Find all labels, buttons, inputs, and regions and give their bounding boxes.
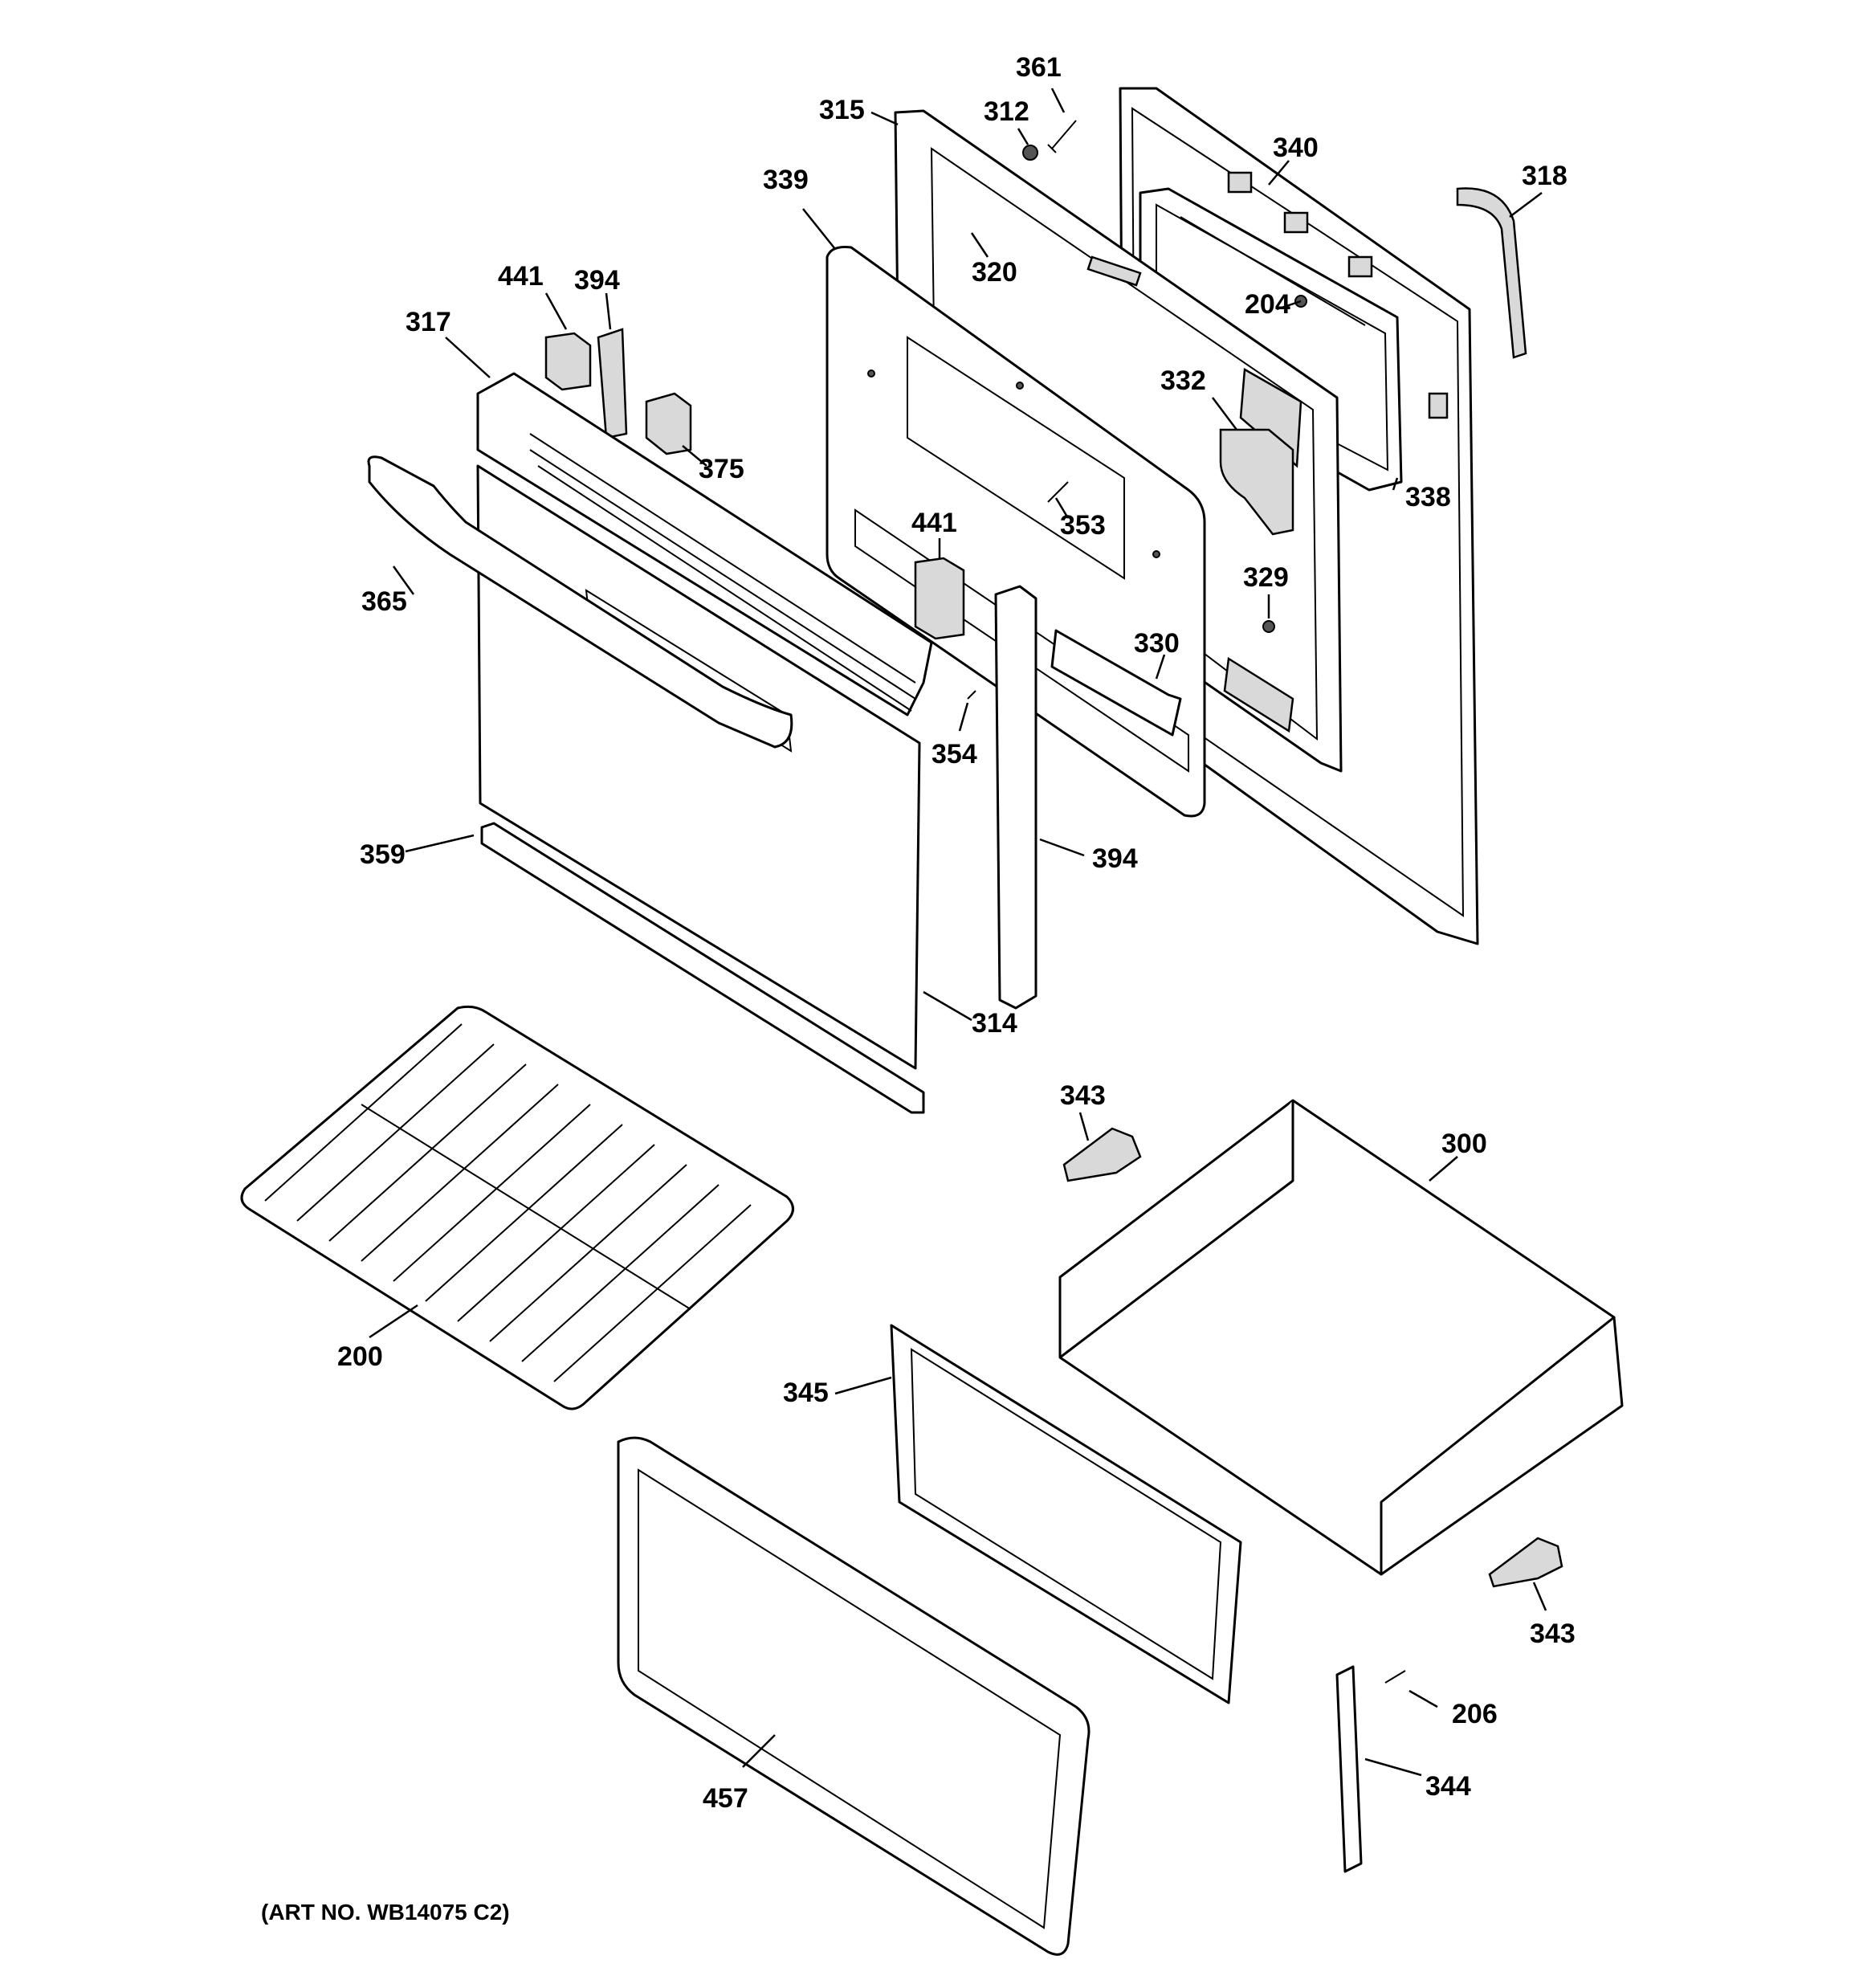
- part-332-hinge-bracket: [1219, 428, 1294, 536]
- callout-318: 318: [1522, 161, 1567, 191]
- callout-343-left: 343: [1060, 1080, 1106, 1111]
- part-441-bracket-upper: [544, 332, 592, 391]
- callout-339: 339: [763, 165, 809, 195]
- callout-314: 314: [972, 1008, 1017, 1039]
- part-343-slide-right: [1488, 1537, 1563, 1588]
- callout-394-lower: 394: [1092, 843, 1138, 874]
- callout-354: 354: [932, 739, 977, 769]
- screw-361: [1047, 120, 1077, 153]
- callout-338: 338: [1405, 482, 1451, 512]
- callout-361: 361: [1016, 52, 1062, 83]
- part-359-bottom-trim: [480, 822, 925, 1114]
- screws: [967, 120, 1406, 1684]
- callout-375: 375: [699, 454, 744, 484]
- callout-441-upper: 441: [498, 261, 544, 292]
- callout-343-right: 343: [1530, 1619, 1576, 1649]
- callout-394-upper: 394: [574, 265, 620, 296]
- part-394-bracket-upper: [597, 328, 628, 439]
- part-344-drawer-side-rail: [1335, 1665, 1363, 1873]
- callout-204: 204: [1245, 289, 1290, 320]
- callout-353: 353: [1060, 510, 1106, 541]
- callout-315: 315: [819, 95, 865, 125]
- part-317-vent-trim: [476, 372, 933, 716]
- screw-329: [1262, 620, 1275, 633]
- callout-359: 359: [360, 839, 406, 870]
- callout-365: 365: [361, 586, 407, 617]
- leader-lines: [369, 88, 1547, 1777]
- part-441-bracket-lower: [914, 557, 965, 640]
- callout-330: 330: [1134, 628, 1180, 659]
- callout-300: 300: [1441, 1129, 1487, 1159]
- callout-340: 340: [1273, 133, 1319, 163]
- screw-354: [967, 690, 976, 700]
- screw-206: [1384, 1670, 1406, 1684]
- callout-345: 345: [783, 1378, 829, 1408]
- screw-353: [1047, 481, 1069, 503]
- part-343-slide-left: [1062, 1127, 1142, 1182]
- callout-312: 312: [984, 96, 1029, 127]
- art-number-caption: (ART NO. WB14075 C2): [261, 1900, 510, 1925]
- part-318-door-gasket: [1456, 187, 1527, 359]
- callout-344: 344: [1425, 1771, 1471, 1802]
- callout-200: 200: [337, 1341, 383, 1372]
- callout-329: 329: [1243, 562, 1289, 593]
- callout-206: 206: [1452, 1699, 1498, 1729]
- part-200-oven-rack: [240, 1005, 794, 1410]
- part-457-drawer-front-panel: [617, 1436, 1090, 1956]
- callout-317: 317: [406, 307, 451, 337]
- upper-brackets: [544, 328, 965, 640]
- callout-457: 457: [703, 1783, 748, 1814]
- part-394-side-trim: [994, 585, 1037, 1010]
- part-375-bracket: [645, 392, 692, 455]
- callout-labels: 361 312 315 340 318 339 320 204 441 394 …: [337, 52, 1576, 1814]
- part-345-drawer-front-frame: [890, 1324, 1242, 1704]
- part-330-liner-insert: [1050, 629, 1182, 737]
- part-365-door-handle: [367, 455, 793, 749]
- callout-320: 320: [972, 257, 1017, 288]
- callout-332: 332: [1160, 365, 1206, 396]
- nut-312: [1022, 145, 1038, 161]
- callout-441-lower: 441: [911, 508, 957, 538]
- part-300-drawer-body: [1058, 1099, 1624, 1576]
